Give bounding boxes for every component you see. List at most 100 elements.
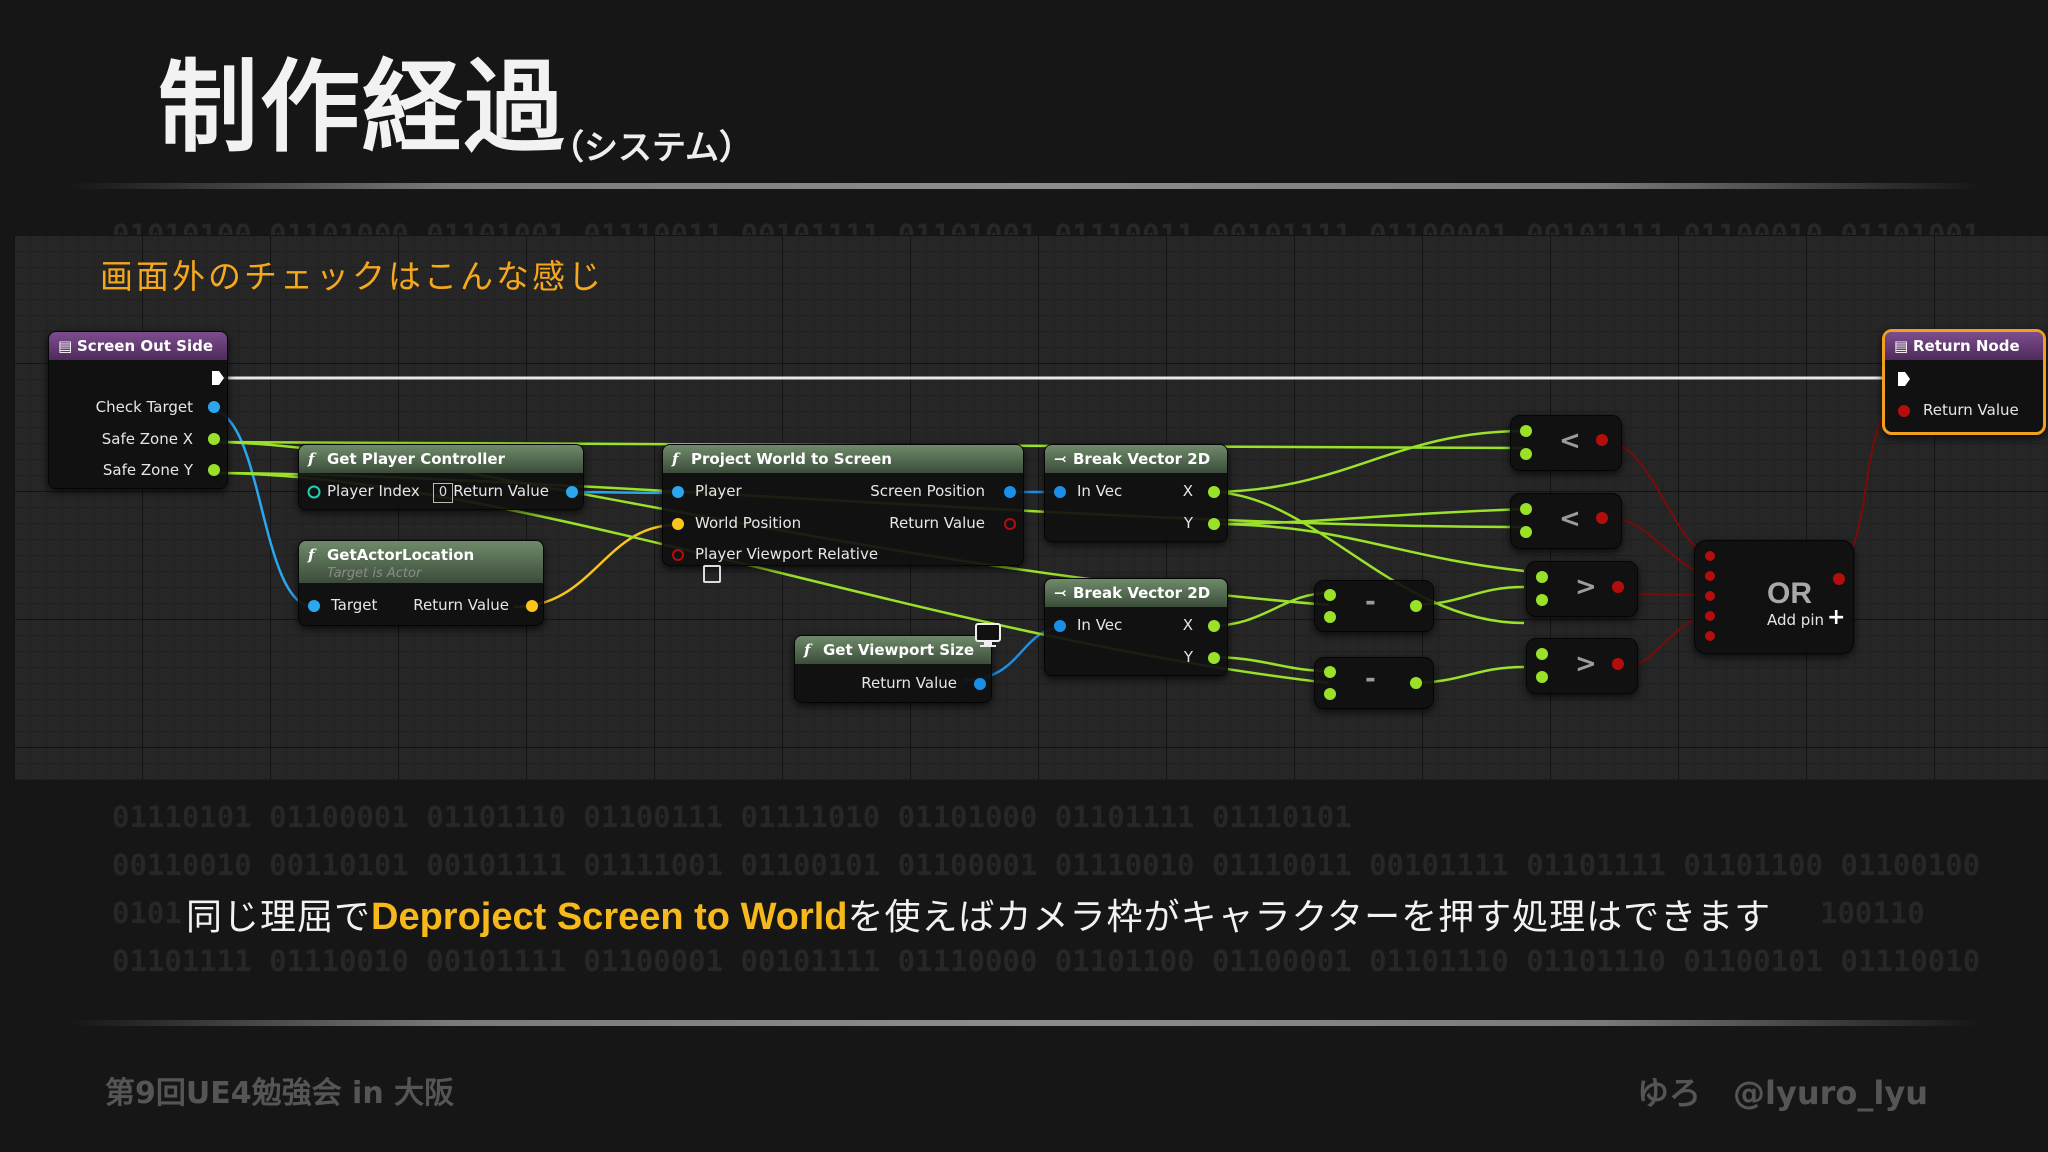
greater-than-node-2[interactable]: > [1526, 638, 1638, 694]
function-result-icon: ▤ [1894, 337, 1909, 355]
break-vector-header: ⤙Break Vector 2D [1045, 579, 1227, 607]
exec-out-pin[interactable] [211, 370, 225, 386]
return-node[interactable]: ▤Return Node Return Value [1882, 329, 2046, 435]
return-value-label: Return Value [453, 482, 549, 500]
subtract-operator: - [1365, 664, 1376, 694]
screen-out-side-header: ▤Screen Out Side [49, 332, 227, 360]
target-label: Target [331, 596, 378, 614]
pins[interactable] [1703, 549, 1853, 649]
safe-zone-x-label: Safe Zone X [101, 430, 193, 448]
break-vector-2d-node-2[interactable]: ⤙Break Vector 2D In Vec X Y [1044, 578, 1228, 676]
pins[interactable] [207, 400, 227, 480]
return-value-label: Return Value [1923, 401, 2019, 419]
exec-in-pin[interactable] [1897, 371, 1911, 387]
player-index-label: Player Index [327, 482, 420, 500]
slide-subtitle: （システム） [550, 128, 753, 168]
pins[interactable] [1535, 647, 1635, 683]
in-vec-label: In Vec [1077, 482, 1123, 500]
return-value-pin[interactable] [973, 677, 989, 693]
y-label: Y [1183, 648, 1193, 666]
return-value-pin[interactable] [565, 485, 581, 501]
x-label: X [1182, 616, 1193, 634]
function-icon: f [308, 450, 315, 468]
input-pins[interactable] [671, 485, 687, 565]
return-value-pin[interactable] [1897, 404, 1913, 420]
less-than-operator: < [1559, 426, 1581, 456]
return-value-label: Return Value [413, 596, 509, 614]
binary-decoration-line-1: 01110101 01100001 01101110 01100111 0111… [112, 800, 1352, 834]
pins[interactable] [1323, 666, 1433, 700]
subtract-node-2[interactable]: - [1314, 657, 1434, 709]
screen-position-label: Screen Position [870, 482, 985, 500]
caption-prefix: 同じ理屈で [186, 897, 372, 938]
return-node-header: ▤Return Node [1885, 332, 2043, 360]
break-vector-header: ⤙Break Vector 2D [1045, 445, 1227, 473]
target-is-actor-subtitle: Target is Actor [327, 566, 422, 581]
slide-title: 制作経過 [158, 49, 566, 166]
greater-than-operator: > [1575, 572, 1597, 602]
return-value-label: Return Value [861, 674, 957, 692]
footer-event-name: 第9回UE4勉強会 in 大阪 [105, 1076, 455, 1111]
xy-pins[interactable] [1207, 619, 1223, 667]
top-divider [70, 183, 1980, 189]
slide-caption: 同じ理屈でDeproject Screen to Worldを使えばカメラ枠がキ… [186, 888, 1771, 940]
in-vec-pin[interactable] [1053, 619, 1069, 635]
break-struct-icon: ⤙ [1054, 450, 1067, 468]
xy-pins[interactable] [1207, 485, 1223, 533]
break-vector-2d-node-1[interactable]: ⤙Break Vector 2D In Vec X Y [1044, 444, 1228, 542]
target-pin[interactable] [307, 599, 323, 615]
break-struct-icon: ⤙ [1054, 584, 1067, 602]
function-icon: f [672, 450, 679, 468]
pins[interactable] [1323, 589, 1433, 623]
player-index-pin[interactable] [307, 485, 323, 501]
binary-decoration-line-4: 01101111 01110010 00101111 01100001 0010… [112, 944, 1981, 978]
caption-suffix: を使えばカメラ枠がキャラクターを押す処理はできます [847, 897, 1772, 938]
pins[interactable] [1535, 570, 1635, 606]
binary-decoration-line-3: 0101 [112, 896, 182, 930]
subtract-node-1[interactable]: - [1314, 580, 1434, 632]
player-index-input[interactable]: 0 [433, 483, 453, 503]
or-node[interactable]: OR Add pin + [1694, 540, 1854, 654]
less-than-operator: < [1559, 504, 1581, 534]
less-than-node-2[interactable]: < [1510, 493, 1622, 549]
pins[interactable] [1519, 502, 1619, 538]
bottom-divider [70, 1020, 1980, 1026]
return-value-label: Return Value [889, 514, 985, 532]
check-target-wire [209, 408, 315, 609]
footer-author: ゆろ @lyuro_lyu [1637, 1074, 1928, 1112]
greater-than-operator: > [1575, 649, 1597, 679]
less-than-node-1[interactable]: < [1510, 415, 1622, 471]
binary-decoration-line-2: 00110010 00110101 00101111 01111001 0110… [112, 848, 1981, 882]
add-pin-icon[interactable]: + [1827, 605, 1846, 630]
x-label: X [1182, 482, 1193, 500]
y-label: Y [1183, 514, 1193, 532]
binary-decoration-line-3-tail: 100110 [1820, 896, 1925, 930]
world-position-label: World Position [695, 514, 802, 532]
return-value-pin[interactable] [525, 599, 541, 615]
function-icon: f [308, 546, 315, 564]
caption-highlight: Deproject Screen to World [371, 896, 848, 938]
viewport-relative-checkbox[interactable] [703, 565, 721, 583]
player-viewport-relative-label: Player Viewport Relative [695, 545, 879, 563]
safe-zone-y-label: Safe Zone Y [102, 461, 193, 479]
greater-than-node-1[interactable]: > [1526, 561, 1638, 617]
function-entry-icon: ▤ [58, 337, 73, 355]
screen-out-side-node[interactable]: ▤Screen Out Side Check Target Safe Zone … [48, 331, 228, 489]
subtract-operator: - [1365, 587, 1376, 617]
graph-caption: 画面外のチェックはこんな感じ [100, 257, 604, 296]
pins[interactable] [1519, 424, 1619, 460]
add-pin-label: Add pin [1767, 611, 1825, 629]
in-vec-pin[interactable] [1053, 485, 1069, 501]
or-label: OR [1767, 577, 1812, 610]
output-pins[interactable] [1003, 485, 1019, 533]
blueprint-graph-panel[interactable]: ▤Screen Out Side Check Target Safe Zone … [14, 235, 2048, 780]
check-target-label: Check Target [95, 398, 193, 416]
